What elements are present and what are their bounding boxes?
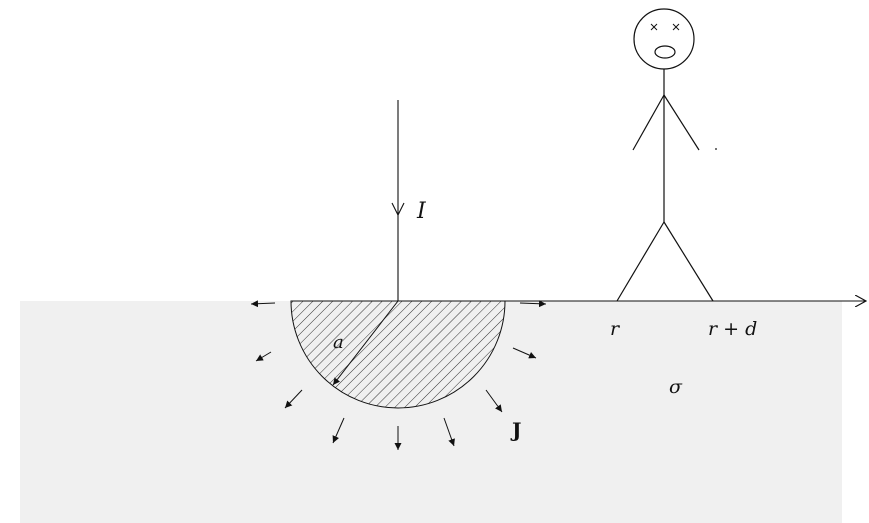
radius-arrow	[332, 300, 399, 386]
stray-dot	[715, 148, 717, 150]
current-density-arrow	[332, 417, 345, 444]
figure-right-leg	[663, 221, 714, 302]
figure-left-arm	[632, 94, 665, 151]
figure-right-arm	[663, 94, 700, 151]
figure-eyes	[650, 23, 680, 31]
current-density-arrow	[284, 389, 303, 409]
r-label: r	[610, 318, 621, 340]
current-density-arrow	[255, 351, 272, 362]
radius-label: a	[333, 332, 344, 353]
current-density-arrows	[250, 300, 547, 450]
figure-head	[633, 8, 695, 70]
current-label: I	[416, 199, 427, 224]
figure-mouth	[654, 45, 676, 59]
current-density-arrow	[250, 300, 276, 308]
current-density-arrow	[443, 417, 455, 447]
stick-figure	[616, 8, 714, 302]
current-density-arrow	[512, 347, 537, 359]
conductivity-label: σ	[669, 376, 683, 398]
current-wire	[391, 100, 405, 301]
figure-left-leg	[616, 221, 665, 302]
current-density-label: J	[510, 418, 521, 442]
current-density-arrow	[485, 389, 503, 413]
r-plus-d-label: r + d	[708, 318, 757, 340]
current-density-arrow	[519, 300, 547, 308]
hemisphere-electrode	[290, 300, 506, 409]
